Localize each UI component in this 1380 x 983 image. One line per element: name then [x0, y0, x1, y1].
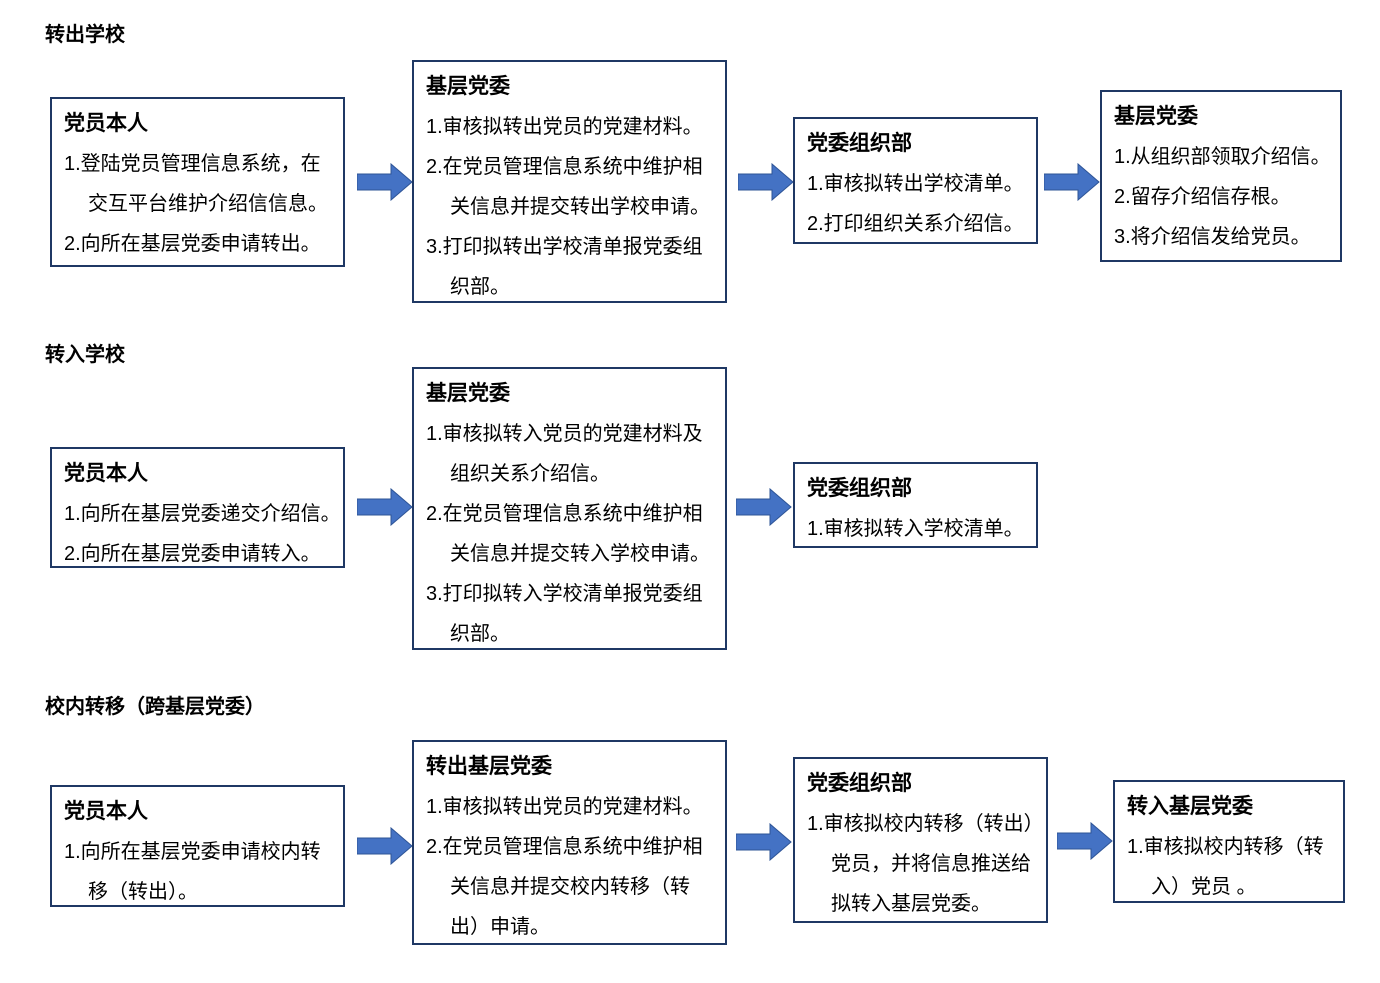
arrow-right-icon: [736, 488, 792, 526]
box-line: 2.在党员管理信息系统中维护相: [426, 503, 703, 525]
box-title: 党员本人: [64, 800, 148, 823]
box-title: 基层党委: [426, 382, 510, 405]
box-line: 3.打印拟转入学校清单报党委组: [426, 583, 703, 605]
arrow-right-icon: [357, 488, 413, 526]
box-line: 织部。: [450, 276, 510, 298]
box-line: 1.向所在基层党委申请校内转: [64, 841, 321, 863]
box-line: 1.从组织部领取介绍信。: [1114, 146, 1331, 168]
flow-box-org-department-row2: 党委组织部 1.审核拟转入学校清单。: [793, 462, 1038, 548]
box-title: 党委组织部: [807, 772, 912, 795]
box-title: 基层党委: [1114, 105, 1198, 128]
arrow-right-icon: [357, 163, 413, 201]
box-line: 2.在党员管理信息系统中维护相: [426, 156, 703, 178]
box-line: 1.审核拟转出学校清单。: [807, 173, 1024, 195]
box-line: 2.向所在基层党委申请转入。: [64, 543, 321, 565]
box-line: 党员，并将信息推送给: [831, 853, 1031, 875]
box-line: 1.登陆党员管理信息系统，在: [64, 153, 321, 175]
box-line: 1.审核拟校内转移（转: [1127, 836, 1324, 858]
flow-box-member-self-row2: 党员本人 1.向所在基层党委递交介绍信。 2.向所在基层党委申请转入。: [50, 447, 345, 568]
section-title-transfer-in-school: 转入学校: [45, 344, 125, 366]
box-title: 党员本人: [64, 462, 148, 485]
box-line: 2.打印组织关系介绍信。: [807, 213, 1024, 235]
flow-box-member-self-row1: 党员本人 1.登陆党员管理信息系统，在 交互平台维护介绍信信息。 2.向所在基层…: [50, 97, 345, 267]
box-line: 1.审核拟转入党员的党建材料及: [426, 423, 703, 445]
section-title-transfer-out-school: 转出学校: [45, 24, 125, 46]
box-line: 2.向所在基层党委申请转出。: [64, 233, 321, 255]
flow-box-grassroots-committee-row1: 基层党委 1.审核拟转出党员的党建材料。 2.在党员管理信息系统中维护相 关信息…: [412, 60, 727, 303]
box-line: 2.在党员管理信息系统中维护相: [426, 836, 703, 858]
flow-box-transfer-in-committee-row3: 转入基层党委 1.审核拟校内转移（转 入）党员 。: [1113, 780, 1345, 903]
box-line: 拟转入基层党委。: [831, 893, 991, 915]
arrow-right-icon: [357, 827, 413, 865]
flow-box-member-self-row3: 党员本人 1.向所在基层党委申请校内转 移（转出）。: [50, 785, 345, 907]
box-line: 1.审核拟转出党员的党建材料。: [426, 116, 703, 138]
arrow-right-icon: [738, 163, 794, 201]
box-line: 组织关系介绍信。: [450, 463, 610, 485]
box-line: 交互平台维护介绍信信息。: [88, 193, 328, 215]
box-title: 转入基层党委: [1127, 795, 1253, 818]
box-line: 1.审核拟转入学校清单。: [807, 518, 1024, 540]
box-line: 1.审核拟校内转移（转出）: [807, 813, 1044, 835]
box-title: 转出基层党委: [426, 755, 552, 778]
arrow-right-icon: [736, 823, 792, 861]
box-line: 关信息并提交校内转移（转: [450, 876, 690, 898]
box-line: 入）党员 。: [1151, 876, 1257, 898]
box-line: 1.审核拟转出党员的党建材料。: [426, 796, 703, 818]
arrow-right-icon: [1044, 163, 1100, 201]
flow-box-org-department-row1: 党委组织部 1.审核拟转出学校清单。 2.打印组织关系介绍信。: [793, 117, 1038, 244]
section-title-intra-school-transfer: 校内转移（跨基层党委）: [45, 696, 265, 718]
box-title: 党委组织部: [807, 132, 912, 155]
flow-box-org-department-row3: 党委组织部 1.审核拟校内转移（转出） 党员，并将信息推送给 拟转入基层党委。: [793, 757, 1048, 923]
arrow-right-icon: [1057, 822, 1113, 860]
box-title: 党委组织部: [807, 477, 912, 500]
box-title: 党员本人: [64, 112, 148, 135]
box-line: 移（转出）。: [88, 881, 198, 903]
box-line: 织部。: [450, 623, 510, 645]
box-line: 3.将介绍信发给党员。: [1114, 226, 1311, 248]
box-line: 1.向所在基层党委递交介绍信。: [64, 503, 341, 525]
box-line: 2.留存介绍信存根。: [1114, 186, 1291, 208]
flow-box-grassroots-committee-row2: 基层党委 1.审核拟转入党员的党建材料及 组织关系介绍信。 2.在党员管理信息系…: [412, 367, 727, 650]
box-title: 基层党委: [426, 75, 510, 98]
box-line: 出）申请。: [450, 916, 550, 938]
box-line: 3.打印拟转出学校清单报党委组: [426, 236, 703, 258]
flow-box-grassroots-committee-2-row1: 基层党委 1.从组织部领取介绍信。 2.留存介绍信存根。 3.将介绍信发给党员。: [1100, 90, 1342, 262]
flow-box-transfer-out-committee-row3: 转出基层党委 1.审核拟转出党员的党建材料。 2.在党员管理信息系统中维护相 关…: [412, 740, 727, 945]
box-line: 关信息并提交转出学校申请。: [450, 196, 710, 218]
box-line: 关信息并提交转入学校申请。: [450, 543, 710, 565]
